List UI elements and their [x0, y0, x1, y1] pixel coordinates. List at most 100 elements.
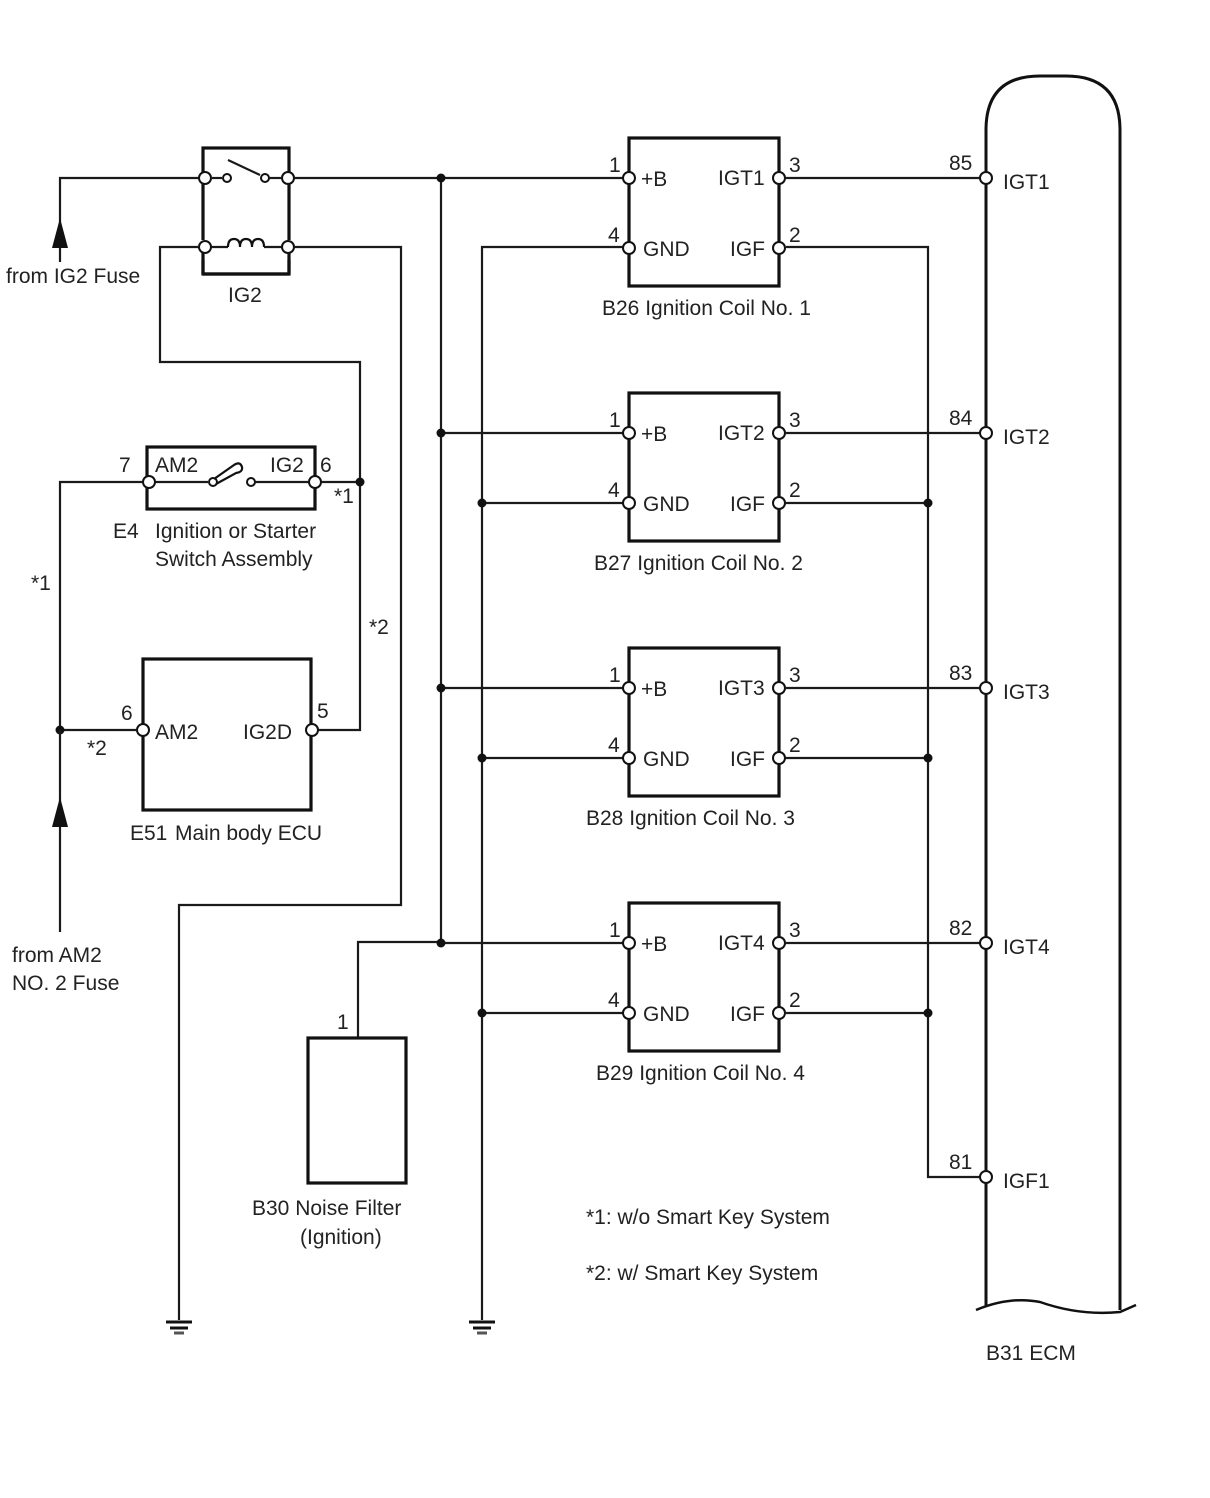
relay-switch-contact [227, 159, 261, 176]
ecm-label: B31 ECM [986, 1342, 1076, 1365]
ecm-break-line [975, 1298, 1137, 1315]
pin-label: IGT4 [1003, 936, 1050, 959]
ignition-switch-e4: 7 AM2 IG2 6 *1 E4 Ignition or Starter Sw… [113, 445, 354, 571]
pin-7 [142, 475, 156, 489]
coil-pin [772, 936, 786, 950]
key-switch-icon [213, 462, 244, 485]
relay-coil-icon [226, 237, 266, 248]
pin-label: GND [643, 493, 690, 516]
pin-number: 4 [608, 224, 620, 247]
coil-pin [772, 241, 786, 255]
pin-number: 1 [609, 664, 621, 687]
coil-pin [772, 171, 786, 185]
pin-number: 4 [608, 479, 620, 502]
pin-number: 2 [789, 224, 801, 247]
coil-pin [772, 496, 786, 510]
pin-number: 84 [949, 407, 973, 430]
component-code: E4 [113, 520, 139, 543]
pin-label: AM2 [155, 454, 198, 477]
pin-label: IGT3 [1003, 681, 1050, 704]
pin-label: IGF1 [1003, 1170, 1050, 1193]
pin-label: GND [643, 748, 690, 771]
ground-icon [469, 1320, 495, 1335]
pin-5 [305, 723, 319, 737]
component-code: E51 [130, 822, 167, 845]
noise-filter-b30: 1 B30 Noise Filter (Ignition) [252, 940, 441, 1249]
component-name: B30 Noise Filter [252, 1197, 401, 1220]
pin-number: 3 [789, 919, 801, 942]
component-name: (Ignition) [300, 1226, 382, 1249]
ig2-fuse-label: from IG2 Fuse [6, 265, 140, 288]
ig2-relay: IG2 [198, 146, 295, 307]
legend-note: *1: w/o Smart Key System [586, 1206, 830, 1229]
pin-number: 1 [609, 919, 621, 942]
coil-pin [622, 241, 636, 255]
pin-label: IGT2 [1003, 426, 1050, 449]
coil-pin [622, 751, 636, 765]
relay-pin [281, 240, 295, 254]
arrow-up-icon [52, 797, 68, 827]
component-name: Main body ECU [175, 822, 322, 845]
pin-label: +B [641, 678, 667, 701]
pin-number: 3 [789, 154, 801, 177]
pin-6 [308, 475, 322, 489]
component-name: Switch Assembly [155, 548, 313, 571]
component-name: B29 Ignition Coil No. 4 [596, 1062, 805, 1085]
pin-number: 83 [949, 662, 972, 685]
component-name: B28 Ignition Coil No. 3 [586, 807, 795, 830]
ground-icon [166, 1320, 192, 1335]
pin-label: AM2 [155, 721, 198, 744]
coil-pin [772, 426, 786, 440]
main-body-ecu-e51: 6 AM2 IG2D 5 E51 Main body ECU [121, 657, 329, 845]
pin-label: IGF [730, 1003, 765, 1026]
pin-number: 7 [119, 454, 131, 477]
pin-number: 1 [609, 154, 621, 177]
pin-label: IGT2 [718, 422, 765, 445]
relay-pin [281, 171, 295, 185]
pin-label: IGF [730, 238, 765, 261]
pin-label: IGT1 [1003, 171, 1050, 194]
pin-number: 3 [789, 409, 801, 432]
pin-number: 4 [608, 734, 620, 757]
pin-label: +B [641, 423, 667, 446]
pin-number: 2 [789, 479, 801, 502]
pin-label: IGT3 [718, 677, 765, 700]
pin-number: 85 [949, 152, 972, 175]
coil-pin [772, 751, 786, 765]
pin-label: IG2D [243, 721, 292, 744]
variant-note: *1 [31, 572, 51, 595]
pin-label: GND [643, 238, 690, 261]
pin-number: 6 [121, 702, 133, 725]
pin-label: +B [641, 933, 667, 956]
component-name: B27 Ignition Coil No. 2 [594, 552, 803, 575]
am2-fuse-label: NO. 2 Fuse [12, 972, 119, 995]
relay-label: IG2 [228, 284, 262, 307]
pin-number: 3 [789, 664, 801, 687]
pin-number: 4 [608, 989, 620, 1012]
pin-number: 82 [949, 917, 972, 940]
pin-number: 81 [949, 1151, 972, 1174]
pin-label: IGF [730, 748, 765, 771]
pin-number: 2 [789, 989, 801, 1012]
coil-pin [622, 681, 636, 695]
pin-6 [136, 723, 150, 737]
am2-fuse-label: from AM2 [12, 944, 102, 967]
variant-note: *2 [369, 616, 389, 639]
pin-label: IGT1 [718, 167, 765, 190]
relay-pin [198, 171, 212, 185]
component-name: Ignition or Starter [155, 520, 316, 543]
legend-note: *2: w/ Smart Key System [586, 1262, 818, 1285]
coil-pin [772, 1006, 786, 1020]
ig2-fuse-source: from IG2 Fuse [6, 176, 203, 288]
coil-pin [622, 936, 636, 950]
relay-pin [198, 240, 212, 254]
